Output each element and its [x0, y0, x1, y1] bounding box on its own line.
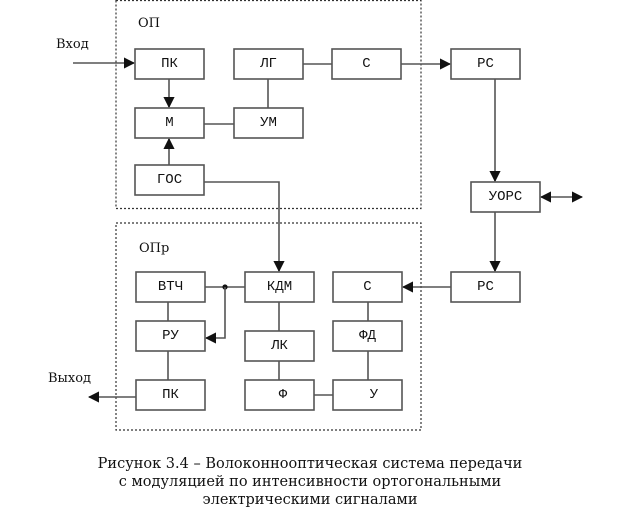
- block-pk-tx-label: ПК: [161, 56, 178, 72]
- block-f-label: Ф: [279, 387, 288, 403]
- input-label: Вход: [56, 37, 89, 52]
- block-s-tx-label: С: [362, 56, 370, 72]
- connections: [73, 57, 584, 403]
- transmitter-group: [115, 0, 422, 210]
- block-pk-rx-label: ПК: [162, 387, 179, 403]
- block-lk: ЛК: [244, 330, 315, 362]
- block-m: М: [134, 107, 205, 139]
- block-u-label: У: [370, 387, 379, 403]
- block-lg: ЛГ: [233, 48, 304, 80]
- block-u: У: [332, 379, 403, 411]
- block-pk-rx: ПК: [135, 379, 206, 411]
- block-fd-label: ФД: [359, 328, 376, 344]
- transmitter-label: ОП: [138, 16, 160, 31]
- block-pk-tx: ПК: [134, 48, 205, 80]
- output-label: Выход: [48, 371, 91, 386]
- block-rs-bottom-label: РС: [477, 279, 494, 295]
- receiver-group: [115, 222, 422, 431]
- block-um-label: УМ: [260, 115, 277, 131]
- caption-line-2: с модуляцией по интенсивности ортогональ…: [118, 474, 502, 490]
- block-ru: РУ: [135, 320, 206, 352]
- block-uors-label: УОРС: [489, 189, 523, 205]
- block-s-rx: С: [332, 271, 403, 303]
- receiver-label: ОПр: [139, 241, 169, 256]
- block-m-label: М: [165, 115, 173, 131]
- caption-line-1: Рисунок 3.4 – Волоконнооптическая систем…: [97, 456, 523, 472]
- block-s-rx-label: С: [363, 279, 371, 295]
- caption-line-3: электрическими сигналами: [202, 492, 418, 508]
- block-kdm-label: КДМ: [267, 279, 292, 295]
- block-f: Ф: [244, 379, 315, 411]
- block-vtch: ВТЧ: [135, 271, 206, 303]
- block-rs-top-label: РС: [477, 56, 494, 72]
- block-gos: ГОС: [134, 164, 205, 196]
- block-vtch-label: ВТЧ: [158, 279, 183, 295]
- block-s-tx: С: [331, 48, 402, 80]
- block-kdm: КДМ: [244, 271, 315, 303]
- block-fd: ФД: [332, 320, 403, 352]
- block-uors: УОРС: [470, 181, 541, 213]
- block-gos-label: ГОС: [157, 172, 182, 188]
- block-ru-label: РУ: [162, 328, 179, 344]
- block-lg-label: ЛГ: [259, 56, 277, 72]
- block-diagram: ОП ОПр Вход Выход ПК ЛГ С РС М УМ ГОС УО…: [48, 0, 584, 431]
- block-um: УМ: [233, 107, 304, 139]
- block-rs-bottom: РС: [450, 271, 521, 303]
- wire-junction-ru: [204, 287, 226, 344]
- wire-gos-kdm: [204, 181, 285, 273]
- block-lk-label: ЛК: [270, 338, 288, 354]
- figure-caption: Рисунок 3.4 – Волоконнооптическая систем…: [0, 455, 620, 509]
- block-rs-top: РС: [450, 48, 521, 80]
